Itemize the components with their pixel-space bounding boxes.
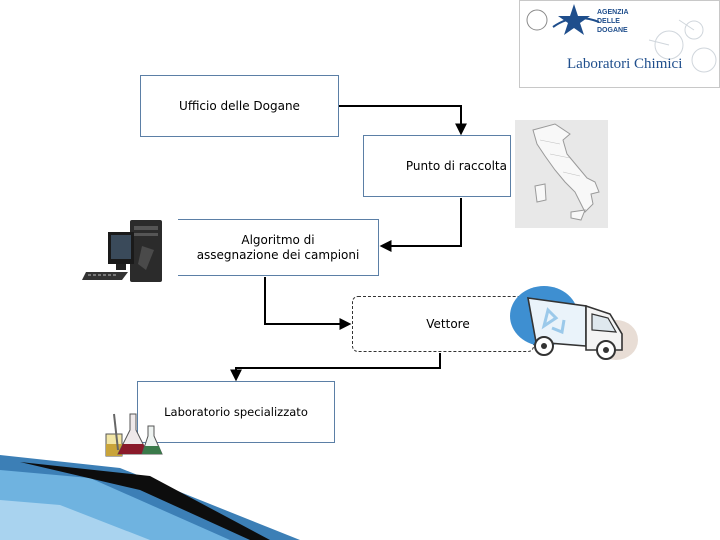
node-laboratorio: Laboratorio specializzato — [137, 381, 335, 443]
arrow-vettore-to-laboratorio — [230, 353, 441, 382]
node-algoritmo-label: Algoritmo di assegnazione dei campioni — [197, 233, 360, 263]
node-ufficio-dogane: Ufficio delle Dogane — [140, 75, 339, 137]
arrow-algoritmo-to-vettore — [264, 277, 352, 330]
node-vettore-label: Vettore — [426, 316, 470, 331]
agency-logo: AGENZIA DELLE DOGANE Laboratori Chimici — [519, 0, 720, 88]
arrow-ufficio-to-punto — [339, 105, 467, 136]
logo-agency-line2: DELLE — [597, 18, 620, 25]
node-laboratorio-label: Laboratorio specializzato — [164, 404, 308, 419]
node-punto-raccolta: Punto di raccolta — [363, 135, 511, 197]
node-algoritmo: Algoritmo di assegnazione dei campioni — [178, 219, 379, 276]
logo-agency-line3: DOGANE — [597, 27, 628, 34]
node-ufficio-label: Ufficio delle Dogane — [179, 98, 300, 113]
node-algoritmo-line1: Algoritmo di — [241, 232, 315, 247]
logo-subtitle: Laboratori Chimici — [567, 56, 682, 72]
desktop-computer-icon — [82, 218, 180, 286]
emblem-icon — [526, 9, 548, 31]
node-algoritmo-line2: assegnazione dei campioni — [196, 247, 360, 262]
arrow-punto-to-algoritmo — [379, 198, 462, 252]
lab-glassware-icon — [104, 410, 166, 460]
node-punto-label: Punto di raccolta — [405, 159, 507, 173]
node-vettore: Vettore — [352, 296, 534, 352]
italy-map-icon — [515, 120, 608, 228]
logo-agency-line1: AGENZIA — [597, 9, 629, 16]
star-logo-icon — [558, 4, 590, 35]
recycle-symbol-icon — [541, 307, 566, 335]
recycling-truck-icon — [508, 284, 640, 368]
